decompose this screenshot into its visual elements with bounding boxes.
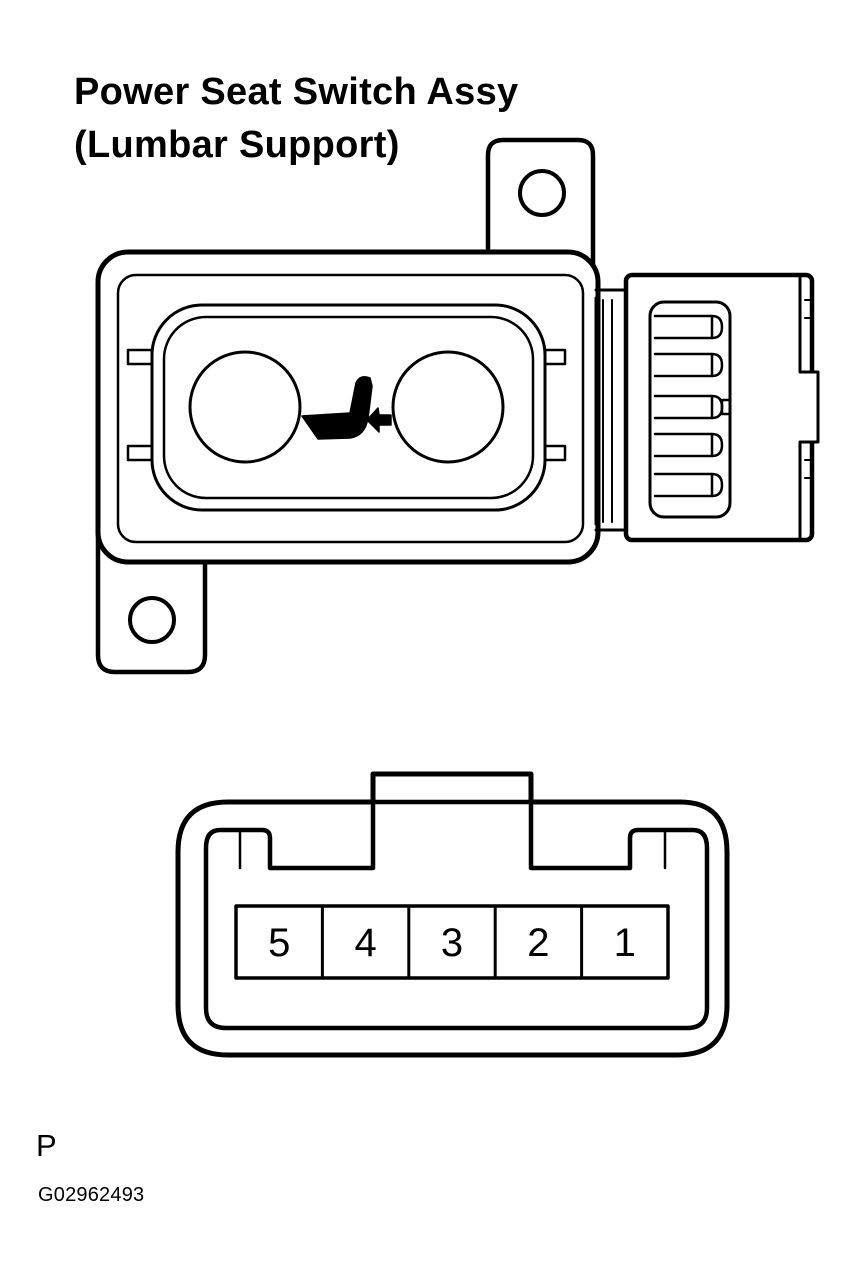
lumbar-button-left (188, 350, 302, 464)
connector-letter: P (36, 1128, 57, 1163)
clip-right-top (543, 348, 567, 366)
pin-number-5: 5 (268, 921, 290, 965)
connector-inner-rim (203, 799, 710, 1031)
housing-rim (116, 273, 585, 544)
connector-face: 5 4 3 2 1 (175, 771, 730, 1058)
diagram-title: Power Seat Switch Assy (Lumbar Support) (74, 66, 518, 172)
seat-icon (301, 376, 392, 440)
pin-number-3: 3 (441, 921, 463, 965)
connector-pins: 5 4 3 2 1 (268, 904, 636, 980)
lumbar-arrow-icon (366, 407, 392, 433)
pin-number-1: 1 (614, 921, 636, 965)
mounting-tab-lower (95, 522, 208, 675)
connector-outer-shell (175, 771, 730, 1058)
pin-strip (234, 904, 670, 980)
title-line-2: (Lumbar Support) (74, 124, 400, 166)
switch-housing (95, 249, 601, 565)
figure-id: G02962493 (38, 1184, 145, 1206)
side-connector-terminals (653, 314, 732, 498)
clip-left-top (126, 348, 154, 366)
lumbar-button-right (391, 350, 505, 464)
mount-hole-upper (518, 169, 566, 217)
side-connector (594, 272, 820, 543)
clip-left-bottom (126, 444, 154, 462)
pin-number-4: 4 (354, 921, 376, 965)
switch-assembly (95, 137, 820, 675)
knob-recess-inner (162, 315, 535, 500)
clip-right-bottom (543, 444, 567, 462)
mount-hole-lower (128, 596, 176, 644)
pin-number-2: 2 (527, 921, 549, 965)
mounting-tab-upper (485, 137, 596, 288)
title-line-1: Power Seat Switch Assy (74, 71, 519, 113)
knob-recess (150, 303, 547, 512)
